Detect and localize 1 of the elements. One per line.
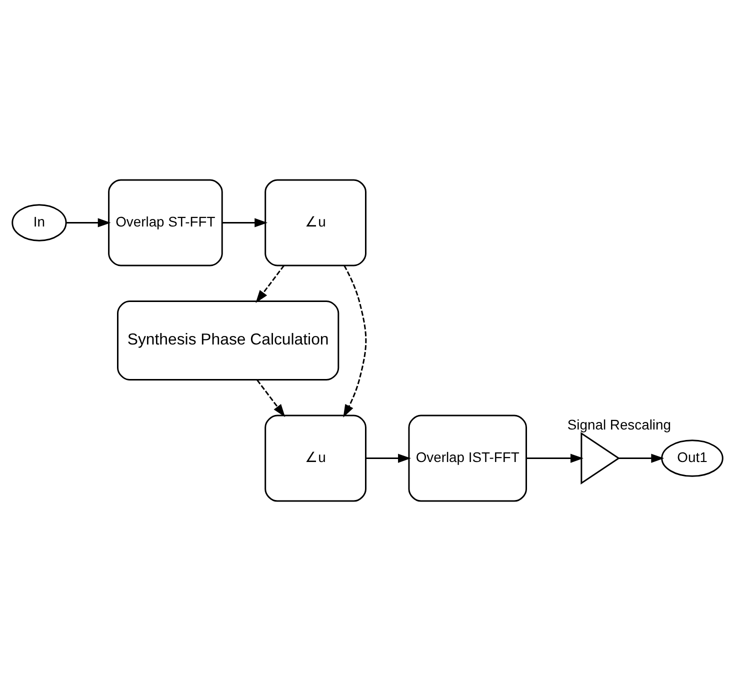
node-label: Signal Rescaling [567, 416, 671, 433]
